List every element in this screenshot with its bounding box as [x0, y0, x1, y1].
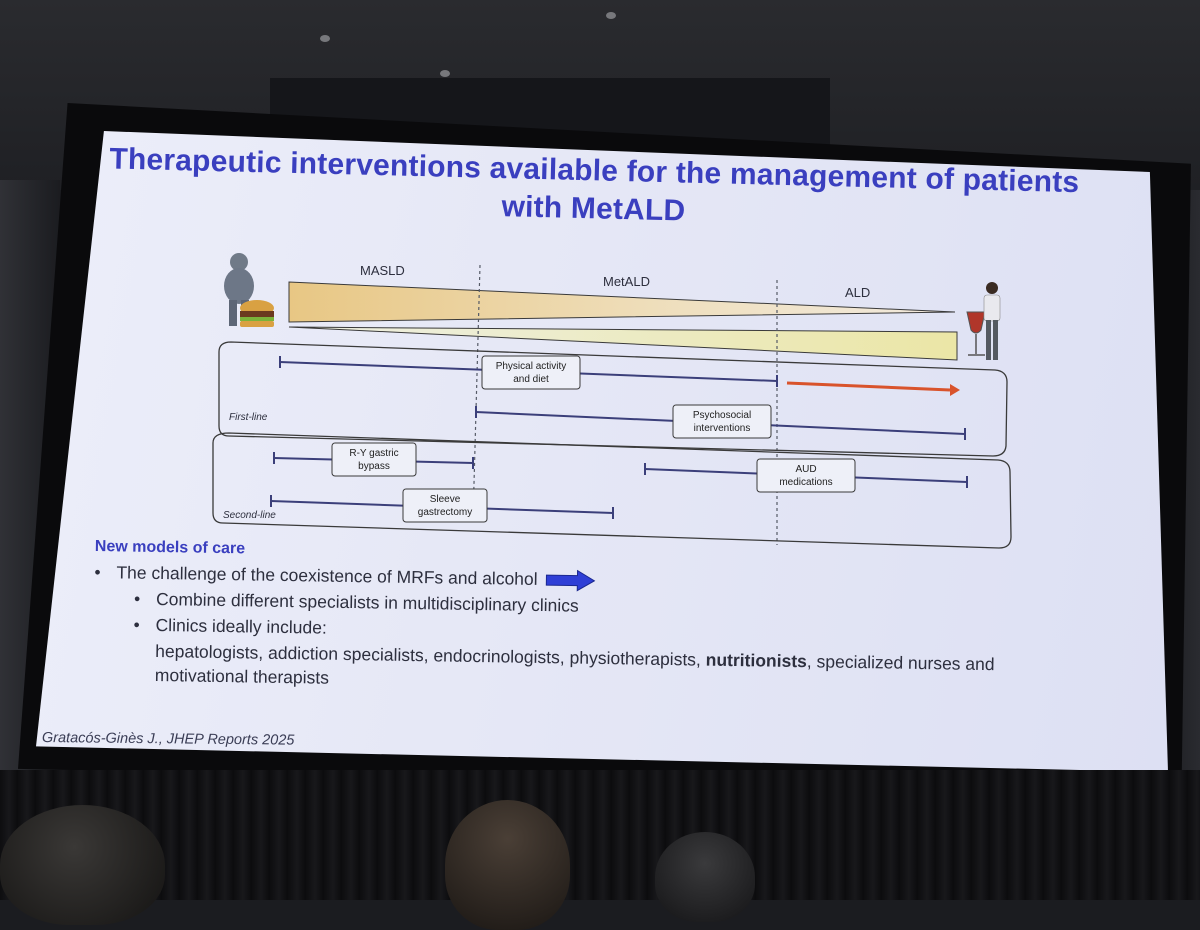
physical-activity-label: Physical activity	[496, 361, 567, 372]
audience-head	[0, 805, 165, 925]
sleeve-gastrectomy-label: gastrectomy	[418, 507, 472, 518]
specialists-list-line-2: motivational therapists	[154, 664, 330, 688]
projection-screen	[36, 131, 1168, 772]
continuation-arrow-line	[786, 381, 951, 392]
first-line-label: First-line	[229, 412, 268, 423]
bullet-dot: •	[94, 561, 101, 583]
second-line-panel	[212, 432, 1012, 549]
aud-medications-label: medications	[779, 477, 832, 488]
sub-bullet-item: • Clinics ideally include:	[133, 614, 327, 639]
wine-glass-icon	[966, 311, 986, 356]
specialists-bold-text: nutritionists	[705, 649, 808, 672]
ceiling-light	[440, 70, 450, 77]
psychosocial-label: interventions	[694, 423, 751, 434]
slide-body: New models of care •The challenge of the…	[94, 538, 1095, 688]
aud-medications-label: AUD	[795, 464, 816, 475]
ceiling-light	[320, 35, 330, 42]
metabolic-wedge	[288, 281, 956, 323]
ceiling-light	[606, 12, 616, 19]
burger-icon	[240, 300, 274, 327]
stage-label-masld: MASLD	[360, 263, 405, 278]
bullet-dot: •	[133, 588, 141, 609]
stage-label-metald: MetALD	[603, 274, 650, 289]
stage-label-ald: ALD	[845, 285, 870, 300]
continuation-arrow-head	[950, 384, 960, 396]
gastric-bypass-label: bypass	[358, 461, 390, 472]
first-line-panel	[218, 341, 1008, 457]
gastric-bypass-box	[331, 442, 417, 477]
bullet-item: •The challenge of the coexistence of MRF…	[94, 562, 596, 592]
bullet-dot: •	[133, 614, 140, 635]
audience-cap	[655, 832, 755, 922]
psychosocial-box	[672, 404, 772, 439]
stage-curtain	[0, 770, 1200, 900]
aud-medications-box	[756, 458, 856, 493]
sleeve-gastrectomy-label: Sleeve	[430, 494, 461, 505]
intervention-diagram: MASLD MetALD ALD First-line Physical act…	[212, 253, 1012, 549]
physical-activity-label: and diet	[513, 374, 549, 385]
thin-person-icon	[983, 282, 1001, 360]
section-heading: New models of care	[94, 538, 246, 558]
sleeve-gastrectomy-box	[402, 488, 488, 523]
sub-bullet-text: Clinics ideally include:	[155, 614, 327, 638]
right-arrow-icon	[546, 570, 596, 592]
stage-divider	[472, 264, 481, 521]
second-line-label: Second-line	[223, 510, 276, 521]
gastric-bypass-label: R-Y gastric	[349, 448, 398, 459]
physical-activity-box	[481, 355, 581, 390]
specialists-text-end: , specialized nurses and	[806, 651, 995, 675]
alcohol-wedge	[288, 326, 958, 361]
psychosocial-label: Psychosocial	[693, 410, 751, 421]
citation: Gratacós-Ginès J., JHEP Reports 2025	[41, 730, 295, 749]
audience-head	[445, 800, 570, 930]
